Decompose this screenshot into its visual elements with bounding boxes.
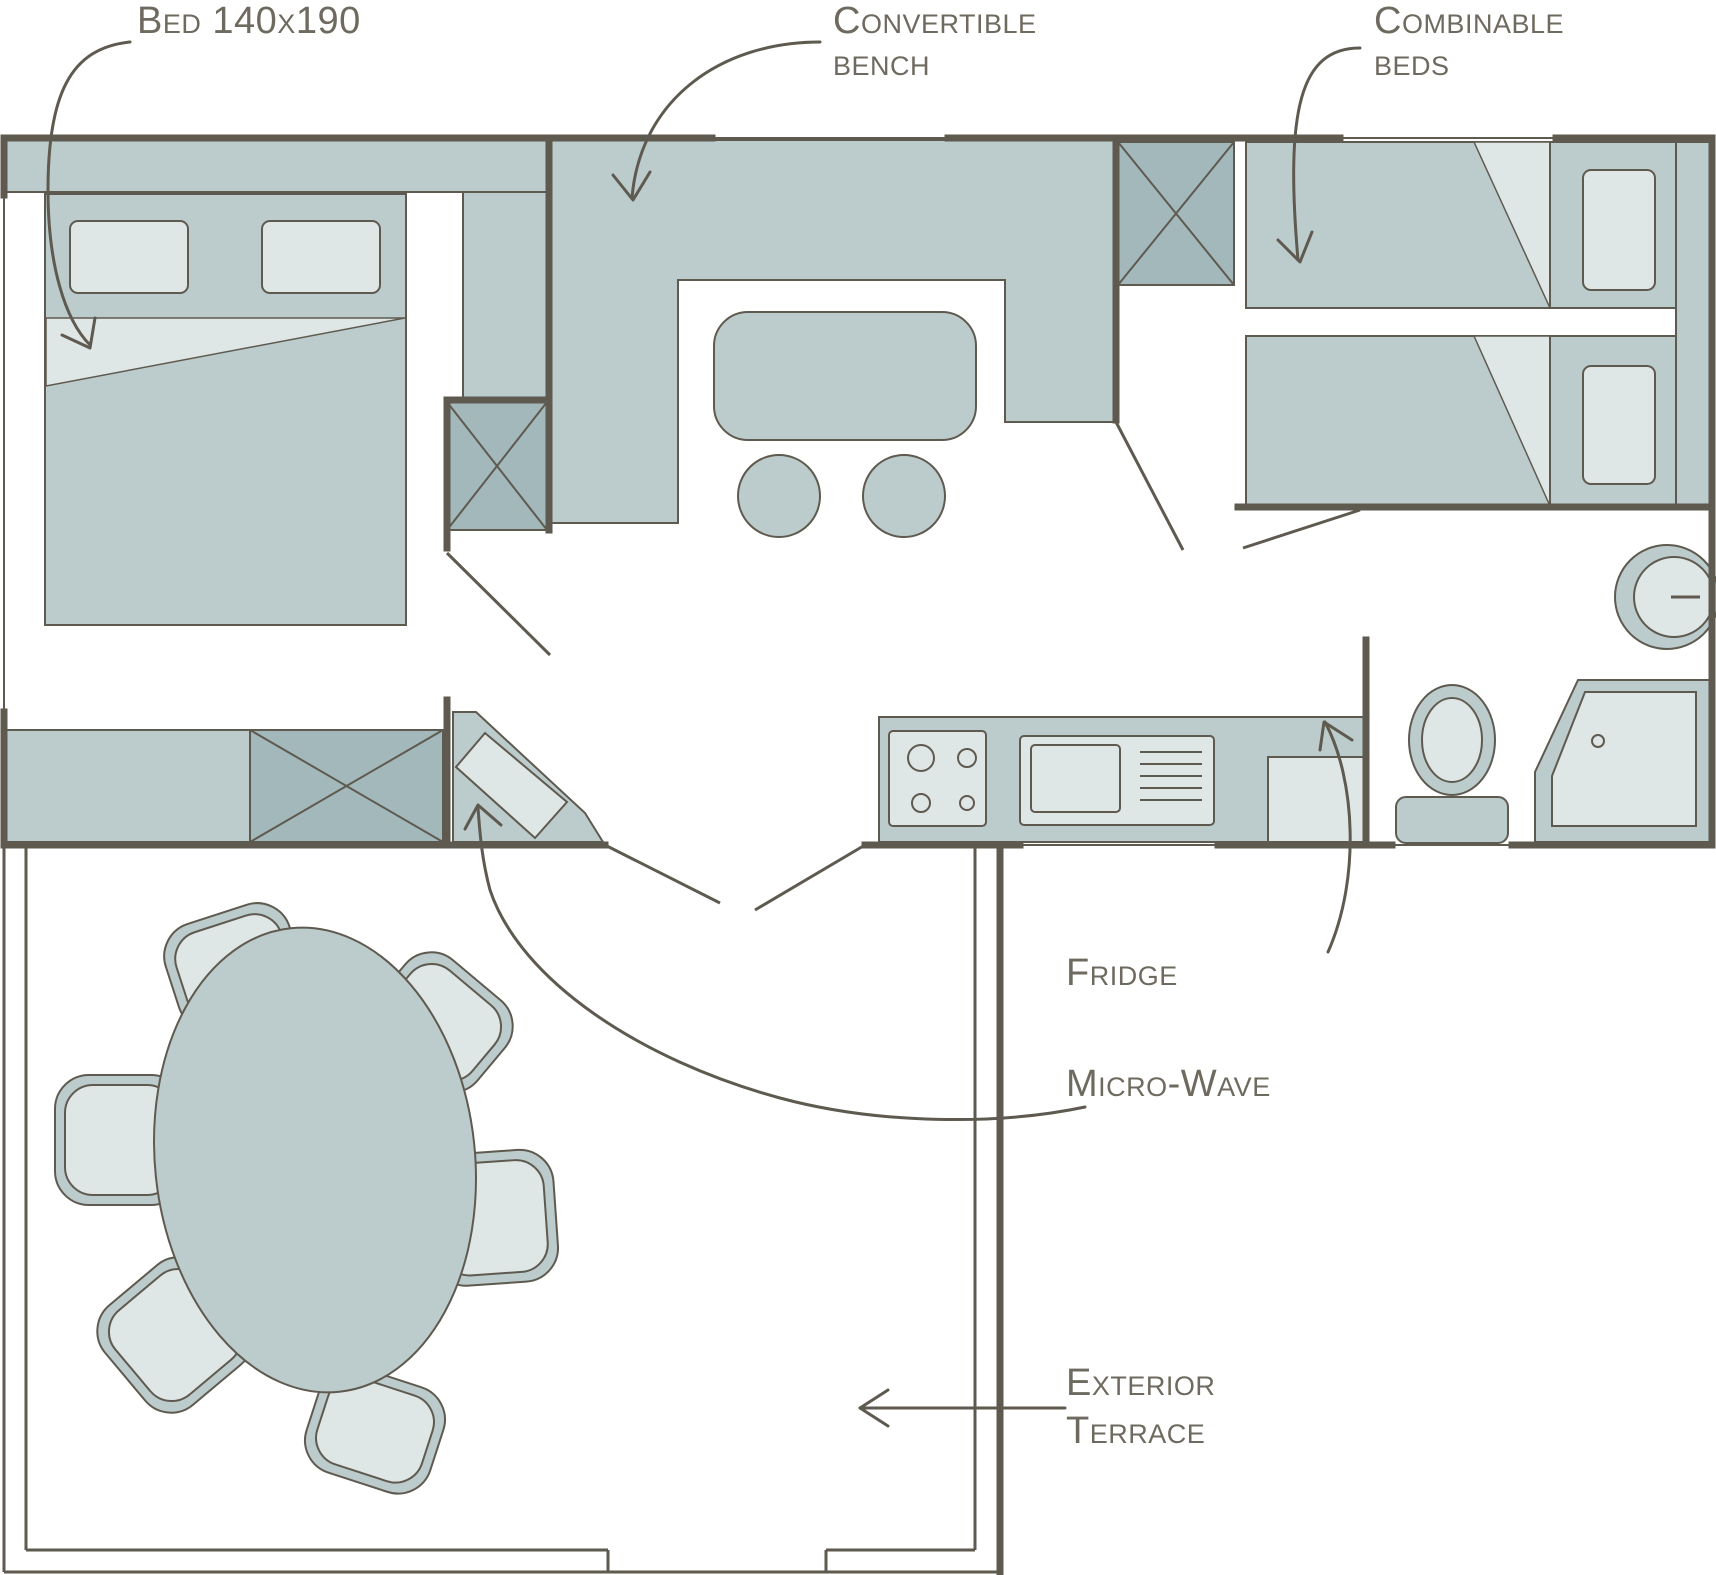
chair-6 [304,1365,446,1495]
closet-cross-3-b [1117,141,1235,286]
toilet-seat [1421,697,1483,783]
drainer-lines [1140,751,1202,801]
double-bed [44,193,407,626]
single-bed-top-pillow [1582,169,1656,291]
terrace-dining-table [153,926,477,1394]
bedroom-bottom-cabinet [3,729,251,843]
twin-bedroom-side-shelf [1675,141,1713,507]
shower-drain [1591,734,1605,748]
stool-left [737,454,821,538]
toilet-tank [1395,796,1509,844]
closet-cross-1-b [446,401,548,531]
label-combinable-beds-line1: Combinable [1374,0,1564,42]
label-convertible-bench-line2: bench [833,42,931,84]
burner-1 [907,744,935,772]
walls [0,134,1716,1575]
label-exterior-terrace-line1: Exterior [1066,1362,1216,1404]
burner-3 [911,793,931,813]
wardrobe-top-left [3,139,548,193]
label-combinable-beds-line2: beds [1374,42,1450,84]
single-bed-bottom [1245,335,1677,507]
pillow-right [261,220,381,294]
bathroom [1395,544,1716,844]
twin-bedroom [1117,141,1713,507]
living-area [550,139,1116,538]
microwave-unit [452,711,605,843]
label-exterior-terrace-line2: Terrace [1066,1410,1206,1452]
label-fridge: Fridge [1066,952,1178,994]
master-bedroom [3,139,548,843]
chair-3 [54,1074,186,1206]
bed-sheet-fold [45,317,406,387]
label-microwave: Micro-Wave [1066,1063,1271,1105]
living-table [713,311,977,441]
single-bed-bottom-pillow [1582,365,1656,485]
kitchen [878,716,1365,843]
cooktop [888,730,987,827]
bedroom-shelf [462,191,548,399]
label-bed: Bed 140x190 [137,0,361,42]
microwave [454,731,569,840]
kitchen-sink-basin [1030,744,1121,813]
door-swings [445,421,1361,912]
callout-arrows [46,40,1362,1428]
burner-4 [959,795,975,811]
shower-floor [1551,691,1697,827]
single-bed-top [1245,141,1677,309]
closet-cross-2-b [249,729,444,843]
exterior-terrace [54,902,560,1495]
label-convertible-bench-line1: Convertible [833,0,1037,42]
stool-right [862,454,946,538]
pillow-left [69,220,189,294]
burner-2 [957,748,977,768]
